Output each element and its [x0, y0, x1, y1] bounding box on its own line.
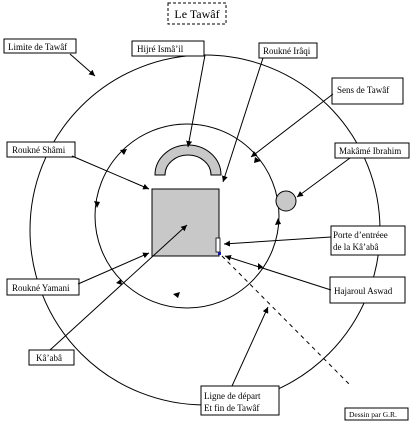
label-makame: Makâmé Ibrahim — [339, 146, 401, 156]
label-porte-line1: Porte d’entréee — [333, 230, 388, 240]
label-roukne-shami: Roukné Shâmi — [12, 145, 66, 155]
direction-arrow-1 — [120, 149, 127, 155]
tawaf-path-circle — [94, 123, 280, 309]
pointer-makame — [296, 157, 351, 198]
kaaba-door — [215, 237, 221, 253]
direction-arrow-6 — [275, 218, 281, 225]
credit: Dessin par G.R. — [349, 410, 397, 419]
label-box-sens — [331, 77, 404, 105]
title-box — [167, 2, 227, 25]
pointer-ligne — [231, 306, 269, 387]
hijre-ismail-arch — [154, 144, 222, 176]
label-box-makame — [334, 142, 410, 159]
title: Le Tawâf — [174, 7, 219, 21]
label-limite: Limite de Tawâf — [8, 42, 67, 52]
direction-arrow-4 — [173, 292, 180, 298]
black-stone — [218, 252, 221, 255]
pointer-hajaroul — [224, 254, 332, 291]
pointer-roukne-yamani — [77, 252, 150, 285]
label-sens: Sens de Tawâf — [337, 85, 389, 95]
label-box-kaaba — [28, 349, 75, 366]
pointer-hijre — [186, 54, 206, 148]
pointer-sens — [250, 93, 334, 158]
direction-arrow-7 — [254, 157, 261, 163]
label-ligne-line2: Et fin de Tawâf — [204, 403, 259, 413]
label-box-ligne — [200, 385, 280, 416]
direction-arrow-2 — [94, 201, 100, 208]
label-box-credit — [344, 407, 409, 421]
label-box-hajaroul — [329, 276, 406, 304]
label-box-limite — [3, 38, 77, 54]
start-line — [221, 255, 351, 386]
direction-arrow-3 — [116, 279, 122, 285]
label-box-hijre — [131, 40, 205, 57]
pointer-roukne-shami — [71, 155, 150, 190]
pointer-kaaba — [49, 224, 188, 351]
pointer-roukne-iraqi — [221, 57, 264, 183]
label-ligne-line1: Ligne de départ — [204, 391, 261, 401]
label-kaaba: Kâ’abâ — [36, 353, 62, 363]
label-box-roukne-shami — [6, 141, 76, 158]
label-box-roukne-yamani — [6, 278, 80, 296]
pointer-porte — [223, 236, 332, 247]
label-box-porte — [330, 225, 406, 256]
label-roukne-yamani: Roukné Yamani — [12, 283, 70, 293]
label-box-roukne-iraqi — [258, 42, 318, 59]
pointer-limite — [69, 53, 96, 77]
label-hajaroul: Hajaroul Aswad — [334, 286, 393, 296]
label-roukne-iraqi: Roukné Irâqi — [263, 46, 311, 56]
direction-arrow-5 — [258, 263, 263, 270]
label-porte-line2: de la Kâ’abâ — [333, 242, 378, 252]
direction-arrows — [94, 149, 281, 298]
kaaba-shape — [151, 188, 220, 257]
makame-ibrahim-shape — [275, 190, 297, 212]
label-hijre: Hijré Ismâ’il — [137, 44, 184, 54]
